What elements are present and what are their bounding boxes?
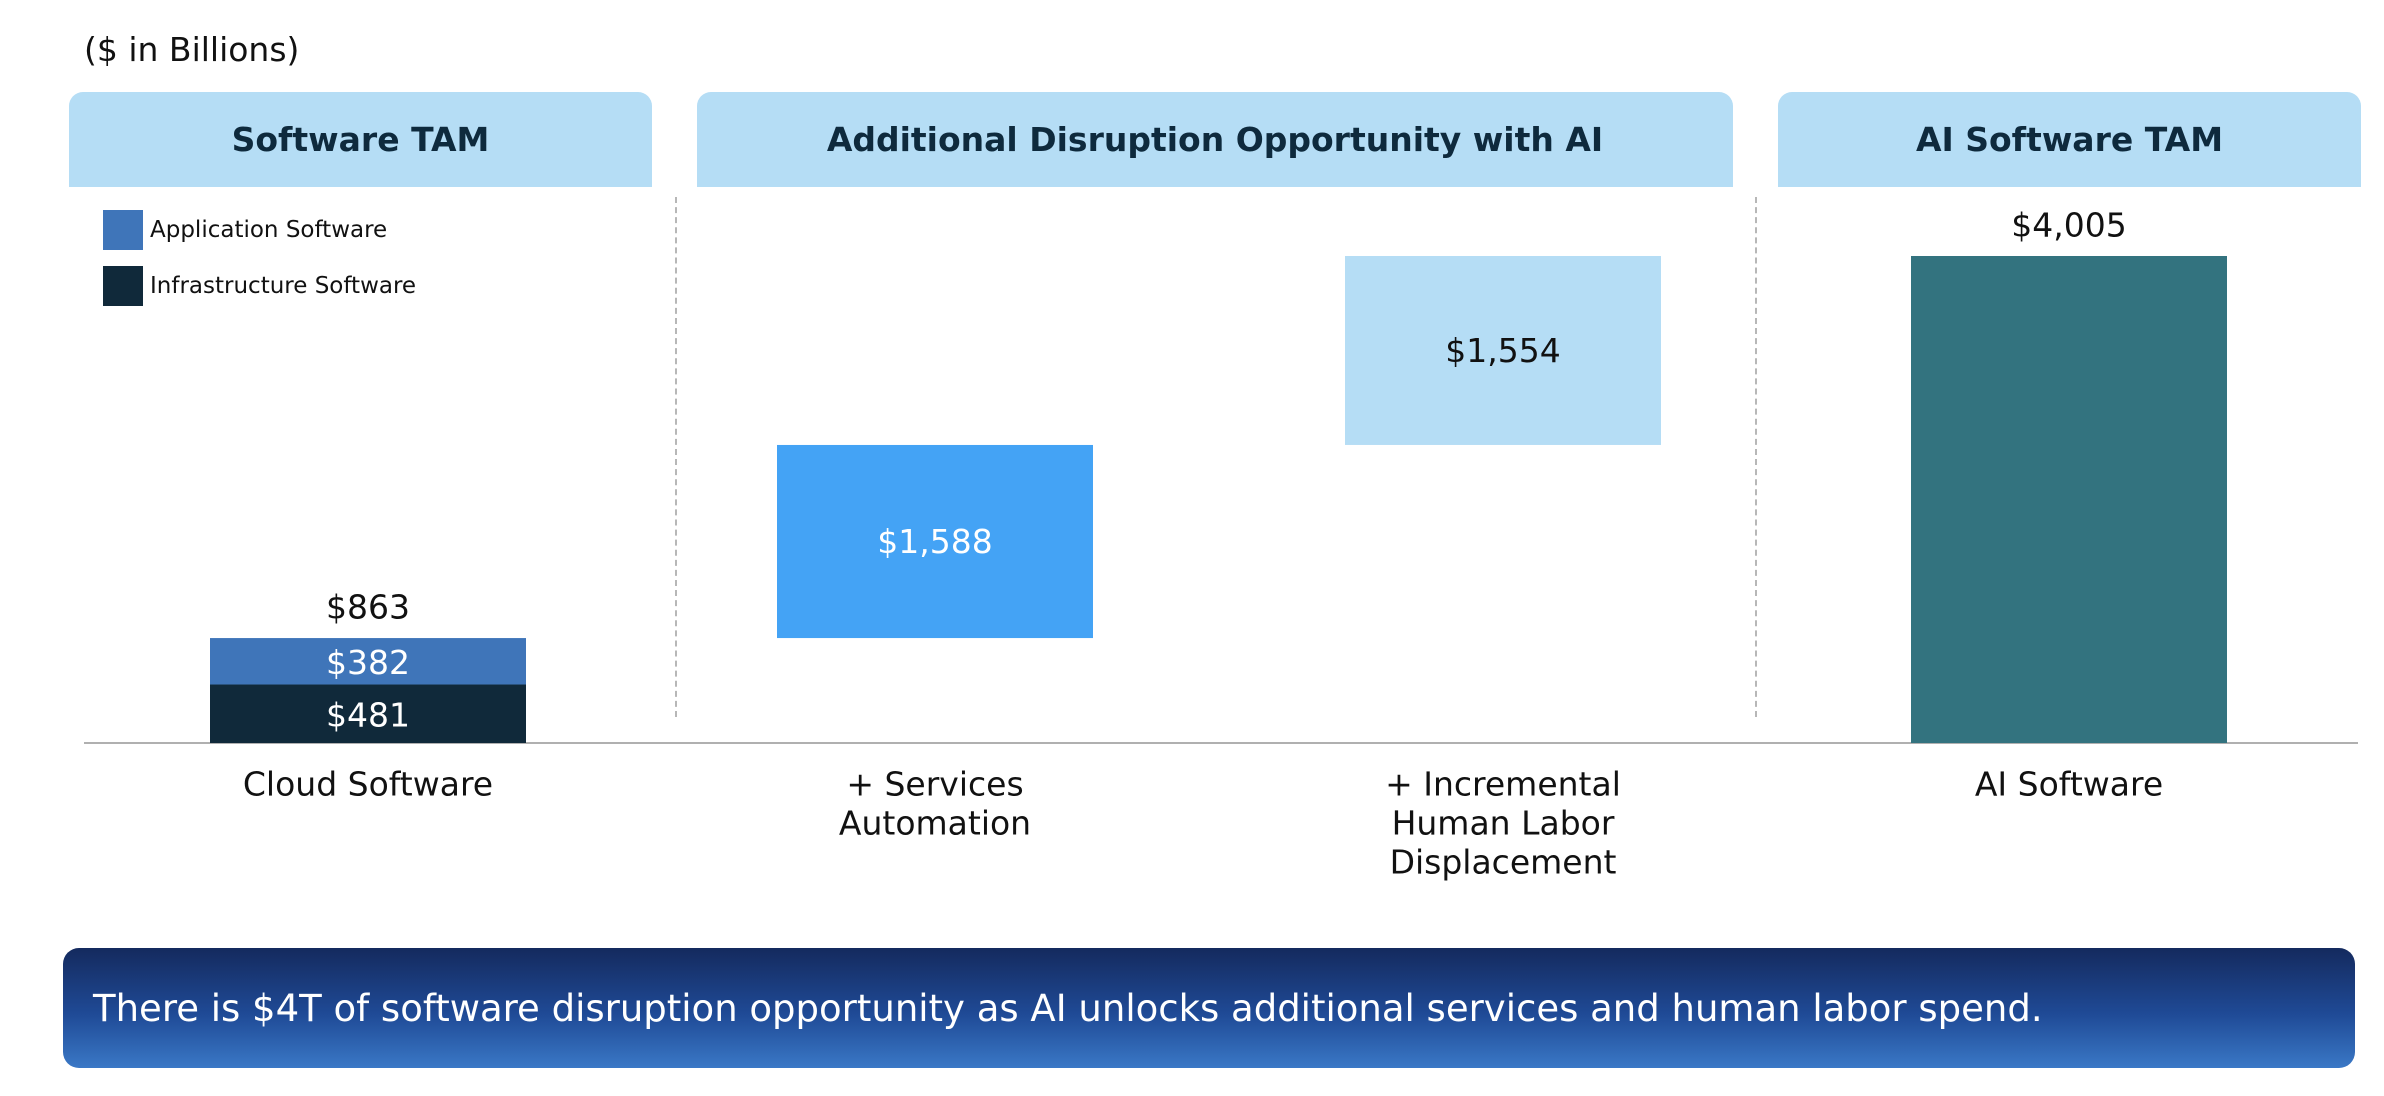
legend-swatch-application [103, 210, 143, 250]
bar-1 [777, 444, 1093, 639]
header-software-tam: Software TAM [69, 92, 652, 187]
category-label-3-line-0: AI Software [1975, 765, 2163, 804]
category-label-2-line-0: + Incremental [1385, 765, 1621, 804]
legend-item-application: Application Software [103, 210, 416, 250]
category-label-2-line-1: Human Labor [1392, 804, 1615, 843]
data-label-bar-2: $1,554 [1445, 331, 1560, 370]
section-divider-right [1755, 197, 1757, 717]
section-divider-left [675, 197, 677, 717]
data-label-infrastructure: $481 [326, 695, 410, 734]
bar-segment-application [210, 638, 526, 685]
units-note: ($ in Billions) [84, 30, 300, 69]
callout-banner: There is $4T of software disruption oppo… [63, 948, 2355, 1068]
category-label-2-line-2: Displacement [1390, 843, 1617, 882]
legend-swatch-infrastructure [103, 266, 143, 306]
callout-text: There is $4T of software disruption oppo… [93, 986, 2043, 1030]
header-ai-software-tam: AI Software TAM [1778, 92, 2361, 187]
bar-3 [1911, 256, 2227, 743]
category-label-1-line-0: + Services [846, 765, 1023, 804]
legend-item-infrastructure: Infrastructure Software [103, 266, 416, 306]
header-disruption: Additional Disruption Opportunity with A… [697, 92, 1733, 187]
legend-label-application: Application Software [150, 217, 388, 243]
data-label-ai-software: $4,005 [2011, 206, 2126, 245]
data-label-application: $382 [326, 643, 410, 682]
bar-segment-infrastructure [210, 684, 526, 743]
legend-label-infrastructure: Infrastructure Software [150, 273, 417, 299]
category-label-1-line-1: Automation [839, 804, 1031, 843]
category-label-0-line-0: Cloud Software [243, 765, 493, 804]
bar-2 [1345, 256, 1661, 445]
data-label-total-cloud-software: $863 [326, 588, 410, 627]
legend: Application Software Infrastructure Soft… [103, 210, 416, 322]
data-label-bar-1: $1,588 [877, 522, 992, 561]
